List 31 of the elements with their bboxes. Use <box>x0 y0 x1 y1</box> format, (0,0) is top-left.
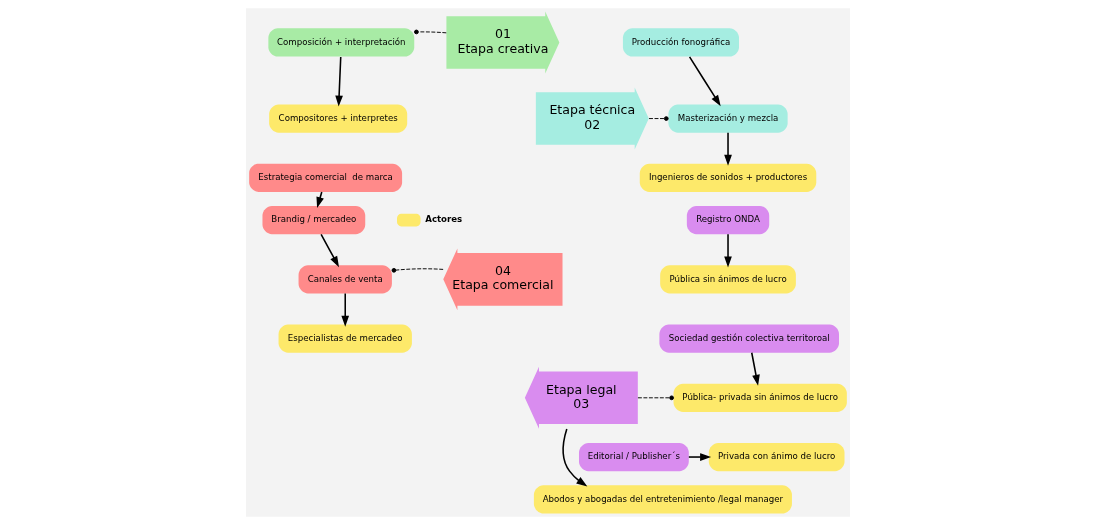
node-box: Producción fonográfica <box>622 28 739 57</box>
node-box: Estrategia comercial de marca <box>249 163 403 192</box>
arrow <box>562 428 588 487</box>
arrow <box>688 56 721 107</box>
arrow <box>724 131 732 166</box>
node-box: Composición + interpretación <box>268 28 415 57</box>
arrow <box>688 453 712 461</box>
node-box: Pública- privada sin ánimos de lucro <box>673 383 847 412</box>
node-box: Privada con ánimo de lucro <box>708 442 845 472</box>
legend-label: Actores <box>425 213 463 224</box>
node-box: Abodos y abogadas del entretenimiento /legal manager <box>533 485 792 514</box>
arrow <box>320 233 339 268</box>
connector <box>637 395 674 401</box>
connector <box>391 267 444 273</box>
node-box: Especialistas de mercadeo <box>278 324 412 353</box>
node-box: Canales de venta <box>298 265 392 294</box>
node-box: Sociedad gestión colectiva territoroal <box>659 324 839 353</box>
connector <box>648 116 669 121</box>
connector <box>414 29 447 35</box>
node-box: Registro ONDA <box>686 206 770 235</box>
node-box: Pública sin ánimos de lucro <box>660 265 796 294</box>
arrow <box>316 191 324 209</box>
node-box: Ingenieros de sonidos + productores <box>639 163 817 192</box>
node-box: Editorial / Publisher´s <box>579 442 689 472</box>
arrow <box>341 292 350 327</box>
node-box: Compositores + interpretes <box>269 104 408 133</box>
node-box: Masterización y mezcla <box>668 104 788 133</box>
arrow <box>724 233 732 268</box>
arrow <box>750 351 760 386</box>
node-box: Brandig / mercadeo <box>262 206 366 235</box>
arrow <box>335 56 343 107</box>
